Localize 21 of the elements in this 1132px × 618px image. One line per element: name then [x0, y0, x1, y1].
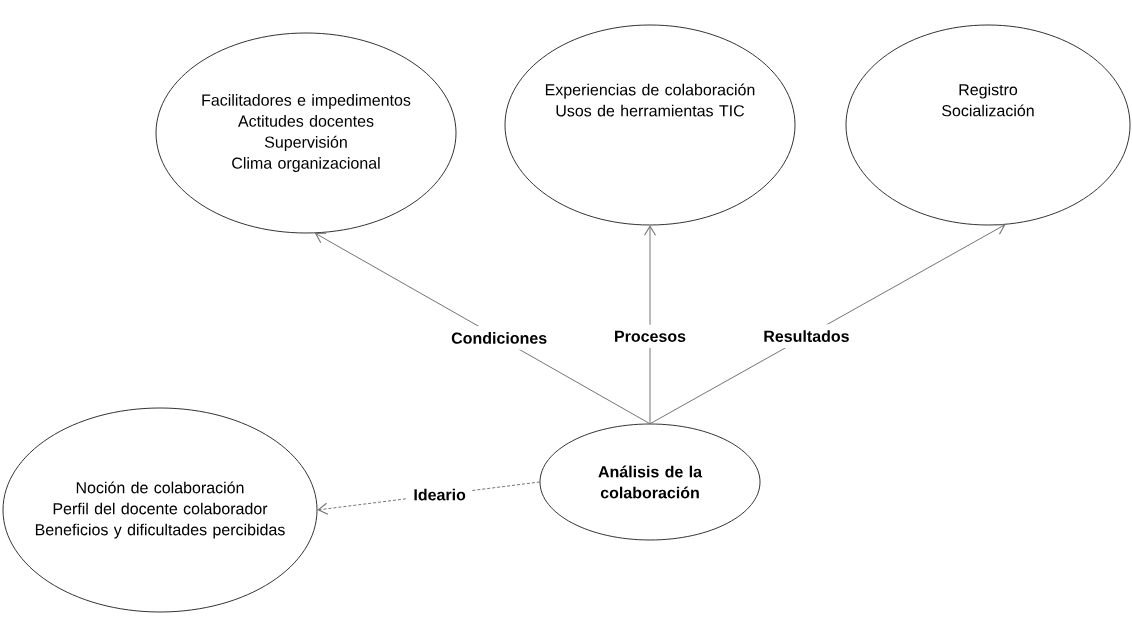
node-text: Análisis de la colaboración: [598, 465, 703, 499]
arrow: [649, 224, 1006, 425]
ellipse-node: [155, 32, 457, 234]
node-text: Facilitadores e impedimentos Actitudes docentes Supervisión Clima organizacional: [202, 94, 411, 172]
edge-label: Resultados: [757, 324, 856, 348]
edge-label: Procesos: [608, 324, 692, 348]
arrow: [643, 225, 657, 425]
edge-label: Condiciones: [445, 326, 554, 350]
node-text: Noción de colaboración Perfil del docente colaborador Beneficios y dificultades percibidas: [35, 481, 285, 539]
node-text: Registro Socialización: [942, 83, 1034, 117]
ellipse-node: [504, 24, 796, 226]
node-label: Facilitadores e impedimentos: [202, 94, 411, 109]
node-label: Actitudes docentes: [238, 115, 374, 127]
ellipse-node: [845, 24, 1131, 226]
ellipse-node: [2, 407, 318, 613]
node-label: Supervisión: [264, 135, 347, 151]
ellipse-node: [539, 423, 761, 541]
node-text: Experiencias de colaboración Usos de herramientas TIC: [545, 83, 755, 117]
node-label: Clima organizacional: [232, 157, 380, 172]
edge-label: Ideario: [407, 482, 472, 507]
arrow: [314, 232, 651, 425]
